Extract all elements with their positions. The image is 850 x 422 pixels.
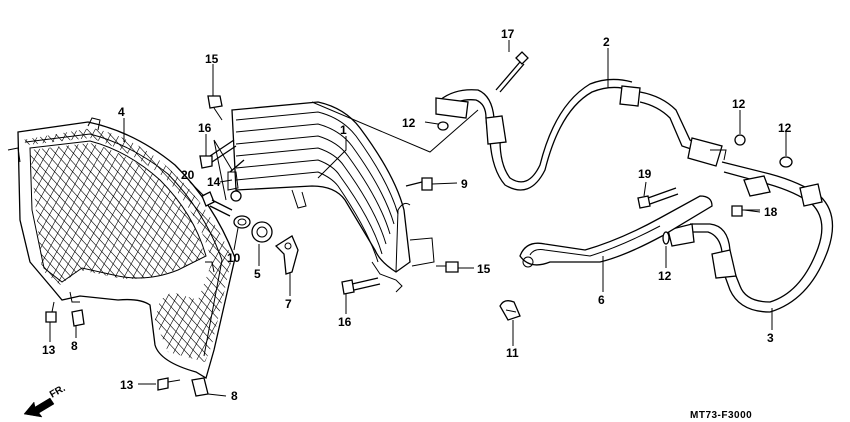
hose-stay [519, 195, 713, 268]
callout-collar: 10 [227, 251, 241, 265]
front-arrow-icon [23, 397, 55, 418]
callout-1-grille: 4 [118, 105, 125, 119]
callout-labels: 4 1 2 3 5 6 7 8 8 9 10 11 12 12 12 12 13… [42, 27, 792, 403]
oil-hose-lower [667, 161, 834, 313]
bolt-15-upper [207, 95, 223, 121]
callout-grommet: 5 [254, 267, 261, 281]
callout-oil-cooler: 1 [340, 123, 347, 137]
bolt-15-lower [436, 261, 459, 273]
hose-clip-11 [499, 300, 521, 321]
collar-10 [233, 215, 251, 229]
leader-lines [49, 40, 787, 397]
callout-bolt-18: 18 [764, 205, 778, 219]
callout-bolt-17: 17 [501, 27, 515, 41]
callout-hose-stay: 6 [598, 293, 605, 307]
grommet-5 [251, 221, 273, 243]
callout-bolt-16-lower: 16 [338, 315, 352, 329]
callout-bolt-19: 19 [638, 167, 652, 181]
bolt-17 [495, 51, 529, 93]
callout-washer-c: 12 [778, 121, 792, 135]
bolt-20 [201, 190, 242, 217]
washers-12 [437, 121, 793, 245]
callout-bolt-20: 20 [181, 168, 195, 182]
bolt-18 [731, 205, 760, 217]
callout-hose-clip: 11 [506, 346, 519, 360]
callout-washer-b: 12 [732, 97, 746, 111]
callout-bolt-15-upper: 15 [205, 52, 219, 66]
bolt-19 [637, 187, 679, 209]
oil-hose-upper [435, 78, 727, 191]
callout-bolt-9: 9 [461, 177, 468, 191]
callout-bolt-15-lower: 15 [477, 262, 491, 276]
callout-bolt-13-left: 13 [42, 343, 56, 357]
diagram-code: MT73-F3000 [690, 410, 752, 421]
bolt-16-lower [341, 277, 381, 295]
callout-hose-upper: 2 [603, 35, 610, 49]
callout-washer-a: 12 [402, 116, 416, 130]
bolt-9 [405, 177, 433, 191]
callout-bolt-13-bottom: 13 [120, 378, 134, 392]
bolt-14 [229, 159, 245, 173]
front-label: FR. [48, 383, 68, 401]
callout-washer-d: 12 [658, 269, 672, 283]
front-direction-indicator: FR. [23, 383, 68, 418]
callout-bolt-14: 14 [207, 175, 221, 189]
bolt-16-upper [199, 139, 237, 169]
callout-clip-left: 8 [71, 339, 78, 353]
callout-bracket: 7 [285, 297, 292, 311]
callout-clip-bottom: 8 [231, 389, 238, 403]
callout-hose-lower: 3 [767, 331, 774, 345]
bolts-13 [45, 301, 181, 391]
bracket-7 [274, 235, 299, 275]
callout-bolt-16-upper: 16 [198, 121, 212, 135]
